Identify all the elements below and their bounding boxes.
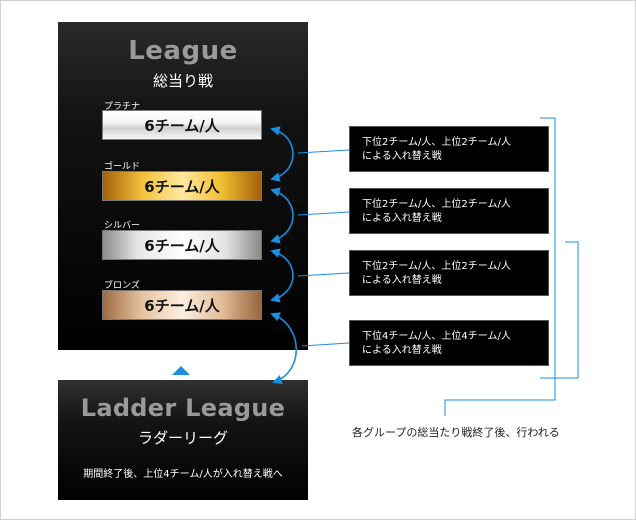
note-line1: 下位2チーム/人、上位2チーム/人 [362,199,511,210]
swap-arrow-silver-bronze [270,248,294,303]
leader-line [297,272,350,277]
swap-arrow-platinum-gold [270,126,294,182]
note-line2: による入れ替え戦 [362,151,442,162]
tier-bar-bronze: 6チーム/人 [102,290,262,320]
ladder-panel: Ladder League ラダーリーグ 期間終了後、上位4チーム/人が入れ替え… [58,380,308,500]
swap-arrow-gold-silver [270,187,294,244]
league-subtitle: 総当り戦 [152,72,213,90]
tier-bar-silver: 6チーム/人 [102,230,262,260]
tier-bar-gold: 6チーム/人 [102,171,262,201]
bracket-lower [540,241,579,379]
league-panel: League 総当り戦 プラチナ 6チーム/人 ゴールド 6チーム/人 シルバー… [58,22,308,350]
note-box-gold-silver: 下位2チーム/人、上位2チーム/人 による入れ替え戦 [349,188,549,234]
note-box-platinum-gold: 下位2チーム/人、上位2チーム/人 による入れ替え戦 [349,126,549,172]
leader-line [297,211,350,216]
note-box-bronze-ladder: 下位4チーム/人、上位4チーム/人 による入れ替え戦 [349,320,549,366]
tier-label-bronze: ブロンズ [104,281,140,291]
ladder-note: 期間終了後、上位4チーム/人が入れ替え戦へ [83,469,283,480]
ladder-subtitle: ラダーリーグ [137,429,228,447]
note-line1: 下位4チーム/人、上位4チーム/人 [362,331,511,342]
bracket-upper [444,117,556,416]
tier-label-platinum: プラチナ [104,102,141,112]
note-line1: 下位2チーム/人、上位2チーム/人 [362,137,511,148]
ladder-title: Ladder League [80,394,286,422]
bottom-caption: 各グループの総当たり戦終了後、行われる [352,426,560,439]
tier-label-gold: ゴールド [104,162,141,172]
swap-arrow-bronze-ladder [270,312,297,385]
up-arrow-icon [172,366,190,375]
note-line1: 下位2チーム/人、上位2チーム/人 [362,261,511,272]
tier-bar-platinum: 6チーム/人 [102,110,262,140]
league-title: League [128,36,238,66]
note-box-silver-bronze: 下位2チーム/人、上位2チーム/人 による入れ替え戦 [349,250,549,296]
note-line2: による入れ替え戦 [362,345,442,356]
note-line2: による入れ替え戦 [362,213,442,224]
tier-label-silver: シルバー [104,221,141,231]
leader-line [297,149,350,154]
note-line2: による入れ替え戦 [362,275,442,286]
leader-line [301,342,350,347]
